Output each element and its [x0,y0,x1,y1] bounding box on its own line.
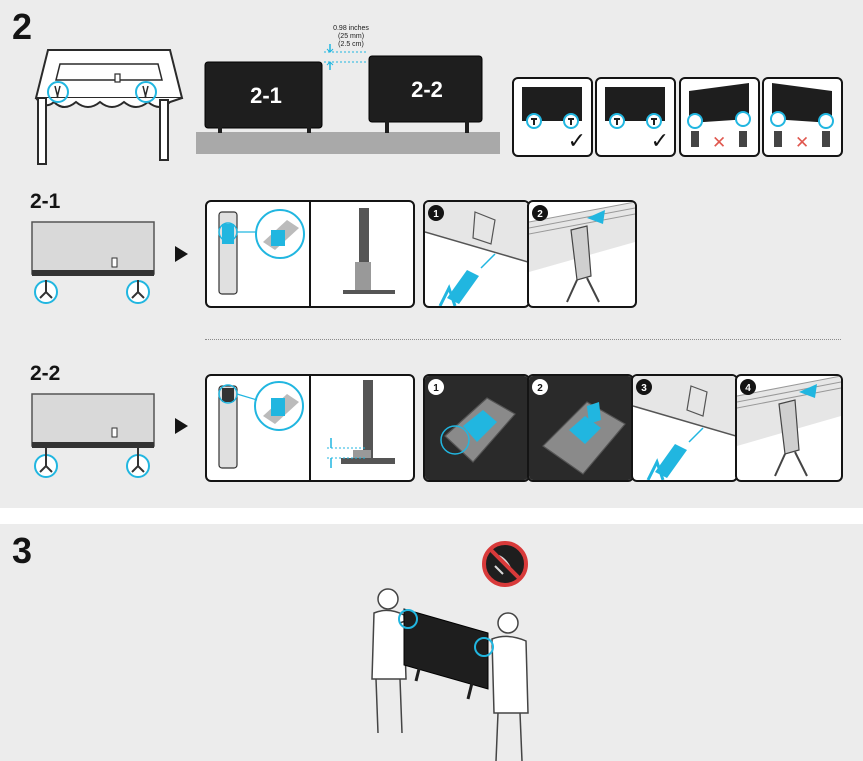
detail-box-2-2 [205,374,415,482]
tv-back-2-1 [31,221,155,304]
step-2-number: 2 [12,6,33,47]
check-mark-1: ✓ [567,128,586,153]
check-box-1: ✓ [512,77,593,157]
play-arrow-icon-2 [175,418,188,434]
step-num-2-1-2: 2 [537,209,543,220]
no-touch-screen-icon [482,541,528,587]
check-box-3: ✕ [679,77,760,157]
step-box-2-1-1: 1 [423,200,530,308]
table-illustration [34,49,184,165]
substep-2-2-label: 2-2 [30,362,61,385]
step-box-2-1-2: 2 [527,200,637,308]
step-num-2-2-3: 3 [641,383,647,394]
step-num-2-2-4: 4 [745,383,751,394]
step-box-2-2-4: 4 [735,374,843,482]
step-num-2-1-1: 1 [433,209,439,220]
step-box-2-2-1: 1 [423,374,530,482]
play-arrow-icon [175,246,188,262]
cross-mark-1: ✕ [712,133,727,152]
gap-inches: 0.98 inches [333,25,369,32]
substep-2-1-label: 2-1 [30,190,61,213]
check-box-4: ✕ [762,77,843,157]
check-box-2: ✓ [595,77,676,157]
gap-cm: (2.5 cm) [338,41,364,48]
tv-label-2-1: 2-1 [250,83,282,108]
detail-box-2-1 [205,200,415,308]
step-3-number: 3 [12,530,33,571]
tv-shelf-illustration: 2-1 2-2 0.98 inches (25 mm) (2.5 cm) [196,25,500,154]
two-people-carrying-tv [371,588,529,761]
step-num-2-2-1: 1 [433,383,439,394]
step-box-2-2-2: 2 [527,374,634,482]
cross-mark-2: ✕ [795,133,810,152]
section-divider [205,339,841,340]
tv-label-2-2: 2-2 [411,77,443,102]
gap-mm: (25 mm) [338,33,364,40]
check-mark-2: ✓ [650,128,669,153]
step-box-2-2-3: 3 [631,374,738,482]
step-num-2-2-2: 2 [537,383,543,394]
tv-back-2-2 [31,393,155,478]
